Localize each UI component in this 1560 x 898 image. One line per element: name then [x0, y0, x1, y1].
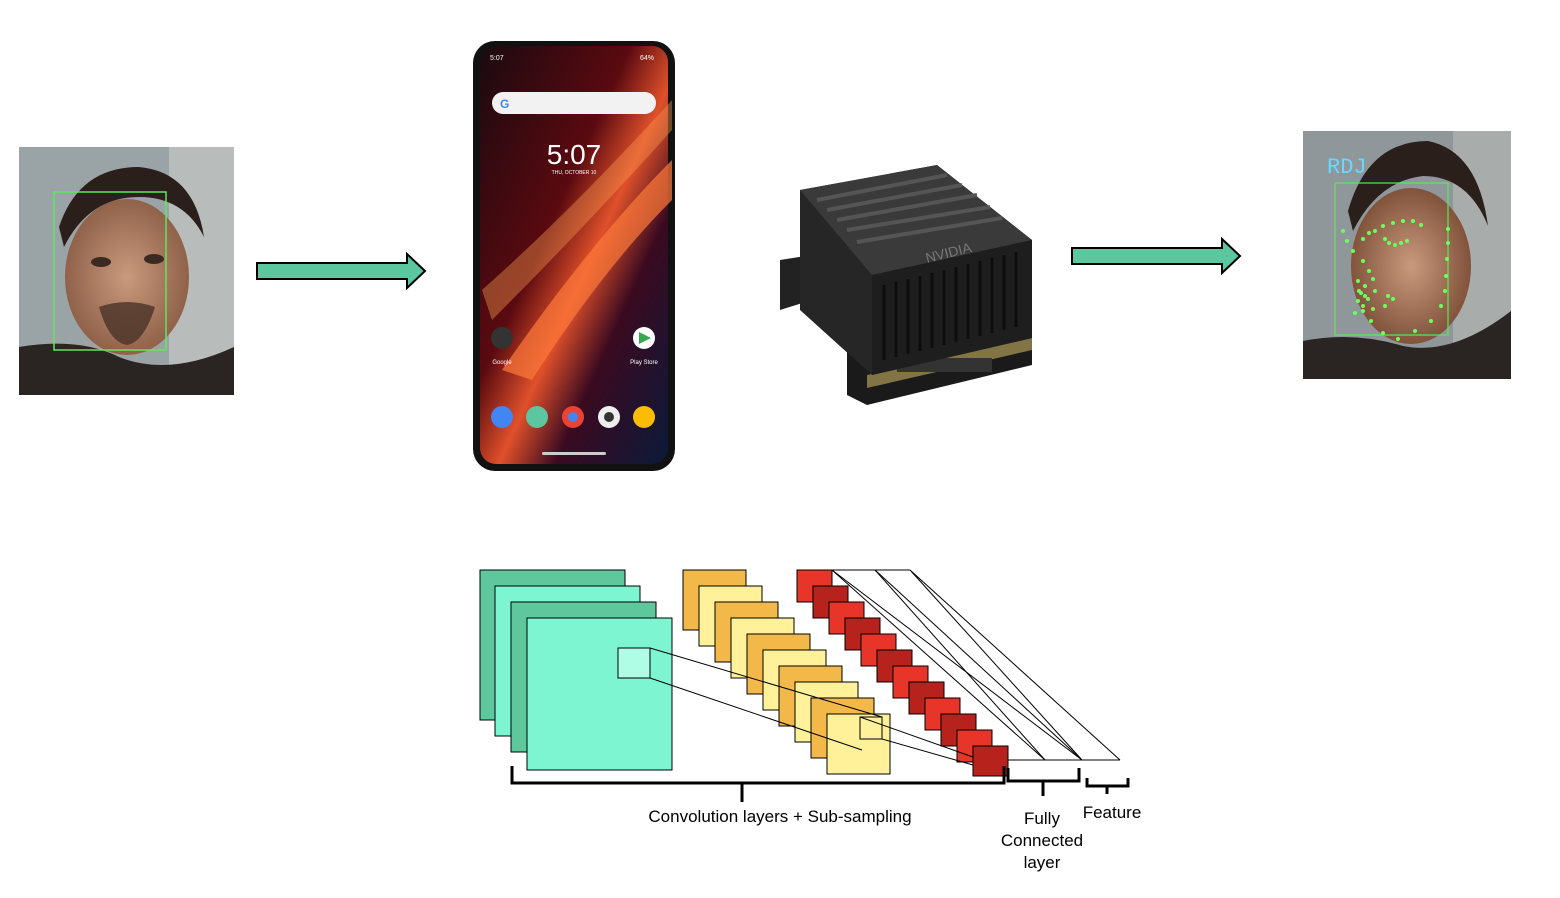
- fc-brace: [1006, 768, 1081, 783]
- conv-brace: [510, 766, 1006, 785]
- phone-battery: 64%: [640, 55, 654, 62]
- projection-lines: [649, 569, 1121, 766]
- output-name-tag: RDJ: [1327, 155, 1367, 180]
- face-bounding-box: [53, 191, 167, 351]
- phone-clock: 5:07: [547, 139, 602, 170]
- smartphone-image: 5:07 64% G 5:07 THU, OCTOBER 10 Google P…: [472, 40, 676, 472]
- phone-app-google: Google: [492, 360, 512, 366]
- conv-receptive-field: [859, 716, 883, 740]
- output-face-image: RDJ: [1303, 131, 1511, 379]
- nvidia-jetson-image: NVIDIA: [772, 160, 1040, 408]
- cnn-architecture-diagram: [470, 560, 1170, 880]
- flow-arrow-2: [1071, 237, 1242, 275]
- phone-app-playstore: Play Store: [630, 360, 658, 366]
- label-conv-layers: Convolution layers + Sub-sampling: [648, 807, 912, 826]
- braces: [510, 766, 1130, 802]
- feature-brace: [1085, 778, 1130, 788]
- input-face-image: [19, 147, 234, 395]
- phone-date: THU, OCTOBER 10: [552, 170, 597, 176]
- facial-landmarks: [1341, 219, 1450, 341]
- pool-unit-12: [972, 745, 1009, 777]
- label-feature: Feature: [1082, 803, 1142, 822]
- receptive-field: [617, 647, 651, 679]
- input-feature-map-4: [526, 617, 673, 771]
- flow-arrow-1: [256, 252, 427, 290]
- svg-text:G: G: [500, 97, 509, 111]
- phone-search-bar: [492, 92, 656, 114]
- phone-status-time: 5:07: [490, 55, 504, 62]
